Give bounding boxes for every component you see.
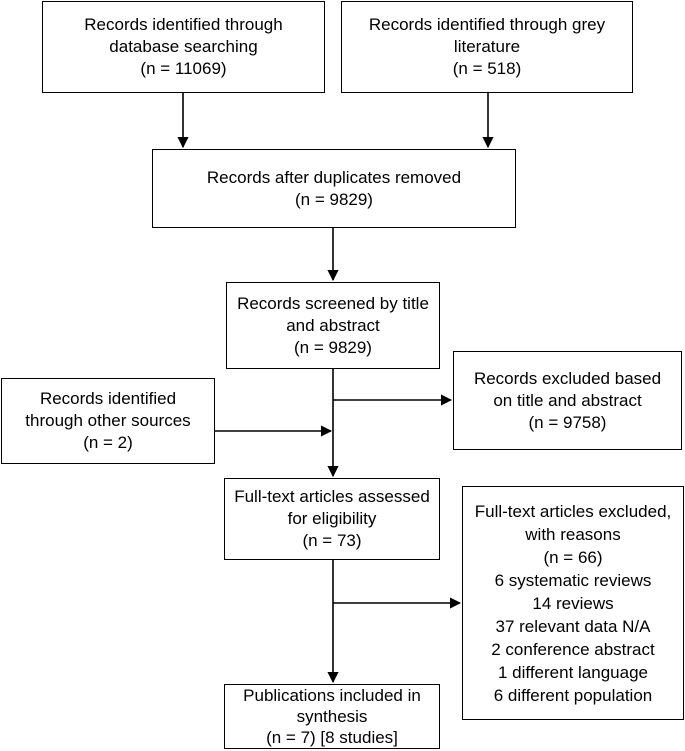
- box-database-searching: Records identified through database sear…: [42, 1, 325, 93]
- box-screened: Records screened by title and abstract (…: [226, 282, 440, 369]
- box-other-sources: Records identified through other sources…: [1, 378, 215, 464]
- box-grey-literature: Records identified through grey literatu…: [341, 1, 633, 93]
- box-fulltext-assessed: Full-text articles assessed for eligibil…: [224, 478, 440, 560]
- box-excluded-title-abstract: Records excluded based on title and abst…: [453, 351, 682, 450]
- box-fulltext-excluded: Full-text articles excluded, with reason…: [462, 486, 684, 720]
- box-included-synthesis: Publications included in synthesis (n = …: [224, 684, 440, 749]
- box-duplicates-removed: Records after duplicates removed (n = 98…: [152, 149, 516, 228]
